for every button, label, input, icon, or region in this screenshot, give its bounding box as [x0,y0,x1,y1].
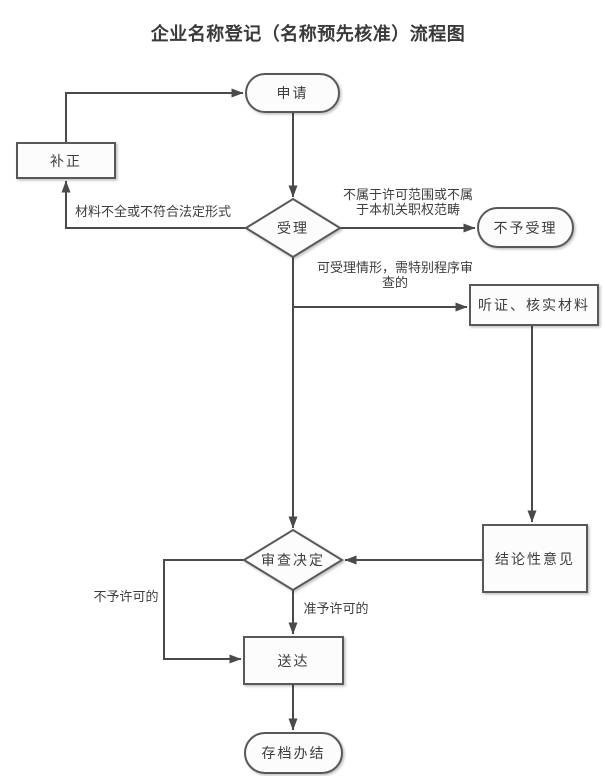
hearing-shape [469,284,599,326]
hearing-node-label: 听证、核实材料 [478,299,590,314]
special-procedure-label: 可受理情形，需特别程序审 查的 [316,260,473,290]
archive-node-label: 存档办结 [261,747,326,762]
archive-shape [244,732,343,774]
apply-shape [245,73,340,113]
reject-acceptance-shape [477,207,574,248]
correction-node-label: 补正 [50,154,82,170]
permitted-label: 准予许可的 [303,601,369,616]
edge-acceptance-to-correction [61,180,246,229]
shapes-group [16,73,599,774]
edge-correction-to-apply [65,88,244,143]
incomplete-materials-label: 材料不全或不符合法定形式 [74,204,231,219]
out-of-scope-label: 不属于许可范围或不属 于本机关职权范畴 [342,187,473,217]
delivery-node-label: 送达 [277,654,310,670]
apply-node-label: 申请 [276,87,309,102]
conclusive-opinion-shape [482,524,588,593]
delivery-shape [243,636,344,685]
acceptance-node-label: 受理 [277,222,309,237]
edges-group [61,88,537,731]
page-title: 企业名称登记（名称预先核准）流程图 [150,24,466,44]
review-decision-node-label: 审查决定 [261,554,325,569]
acceptance-diamond [244,197,342,259]
conclusive-opinion-node-label: 结论性意见 [495,552,575,568]
edge-review-notpermitted-to-delivery [163,559,244,664]
review-decision-diamond [242,528,344,592]
not-permitted-label: 不予许可的 [93,589,159,604]
reject-acceptance-node-label: 不予受理 [493,221,558,237]
correction-shape [16,142,116,179]
